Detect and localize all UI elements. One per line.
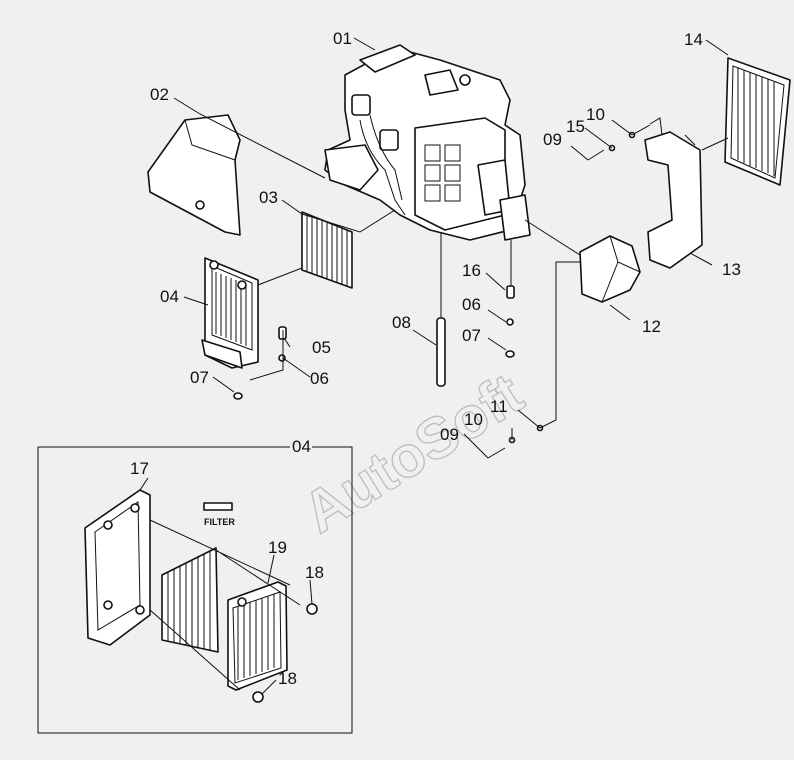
leader-lines: [139, 37, 729, 695]
part-12-blower-housing: [579, 235, 641, 303]
part-09-bolt-lower: [487, 447, 506, 459]
part-07-grommet-center: [505, 350, 515, 358]
callout-03: 03: [259, 188, 278, 207]
callout-16: 16: [462, 261, 481, 280]
part-06-washer-left: [278, 354, 286, 362]
callout-06-center: 06: [462, 295, 481, 314]
callout-15: 15: [566, 117, 585, 136]
part-14-panel-filter: [724, 57, 791, 186]
callout-07-center: 07: [462, 326, 481, 345]
callout-19: 19: [268, 538, 287, 557]
part-18-knob-lower: [252, 691, 264, 703]
callout-02: 02: [150, 85, 169, 104]
callout-18-lower: 18: [278, 669, 297, 688]
callout-05: 05: [312, 338, 331, 357]
part-03-filter-element: [301, 211, 353, 289]
filter-label-plate: [203, 502, 233, 511]
callout-10-upper: 10: [586, 105, 605, 124]
callout-13: 13: [722, 260, 741, 279]
duct-edge: [184, 119, 236, 161]
callout-14: 14: [684, 30, 703, 49]
part-09-bolt-upper: [587, 149, 605, 161]
callout-07-left: 07: [190, 368, 209, 387]
part-07-grommet-left: [233, 392, 243, 400]
callout-04: 04: [160, 287, 179, 306]
part-filter-element-detail: [161, 547, 219, 653]
part-19-filter-cover: [227, 581, 288, 691]
part-13-elbow-duct: [644, 131, 703, 269]
filter-label-text: FILTER: [204, 517, 235, 527]
callout-10-lower: 10: [464, 410, 483, 429]
callout-17: 17: [130, 459, 149, 478]
callout-01: 01: [333, 29, 352, 48]
callout-09-lower: 09: [440, 425, 459, 444]
callout-09-upper: 09: [543, 130, 562, 149]
part-18-knob-upper: [306, 603, 318, 615]
callout-18-upper: 18: [305, 563, 324, 582]
part-02-air-duct: [147, 114, 241, 236]
callout-labels: 01 02 03 04 05 06 07 08 16 06 07 12 13 1…: [130, 29, 741, 688]
part-08-drain-hose: [436, 317, 446, 387]
callout-08: 08: [392, 313, 411, 332]
callout-12: 12: [642, 317, 661, 336]
part-06-washer-center: [506, 318, 514, 326]
part-16-screw: [506, 285, 515, 299]
part-17-gasket-frame: [84, 489, 151, 646]
duct-drain: [195, 200, 205, 210]
part-01-hvac-unit: [324, 44, 531, 241]
part-04-filter-cover: [201, 257, 259, 369]
callout-06-left: 06: [310, 369, 329, 388]
detail-inset-frame: [37, 446, 353, 734]
callout-11: 11: [490, 397, 508, 416]
watermark-text: AutoSoft: [292, 361, 534, 546]
callout-04-detail: 04: [292, 437, 311, 456]
